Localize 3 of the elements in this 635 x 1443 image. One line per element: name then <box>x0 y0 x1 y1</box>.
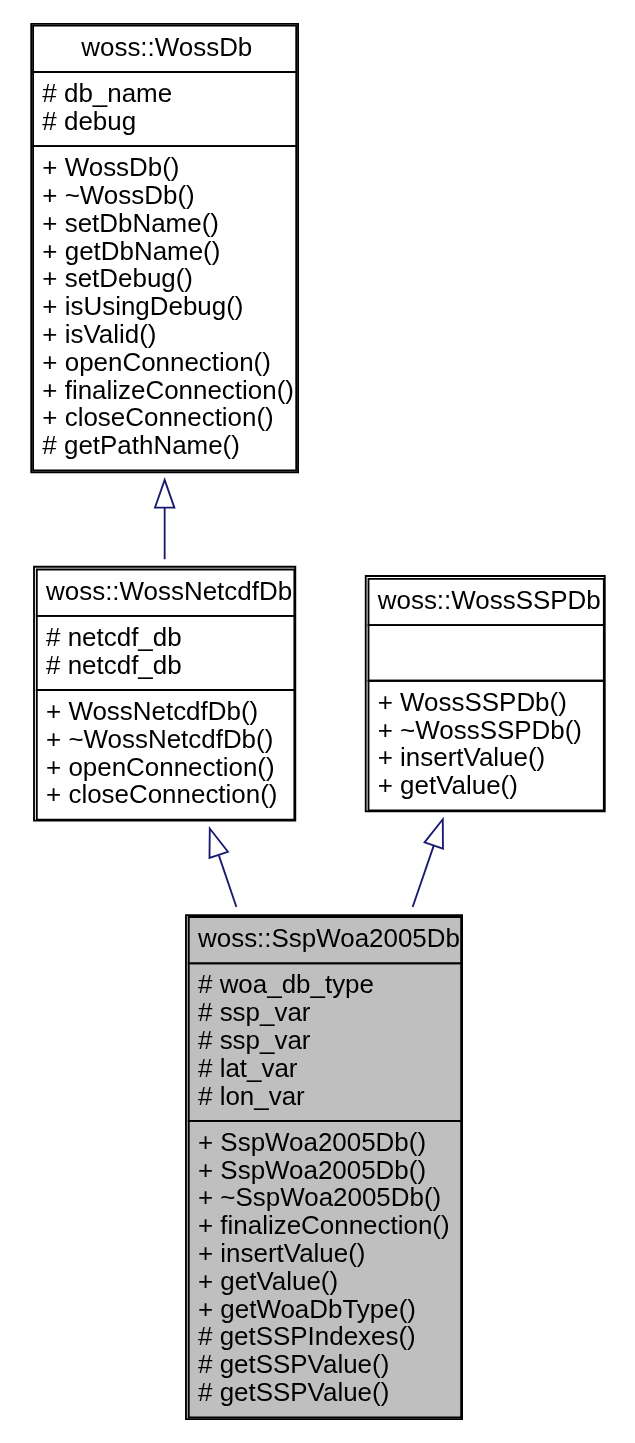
arrow <box>208 825 237 908</box>
arrow <box>153 477 176 561</box>
arrow <box>411 816 444 908</box>
